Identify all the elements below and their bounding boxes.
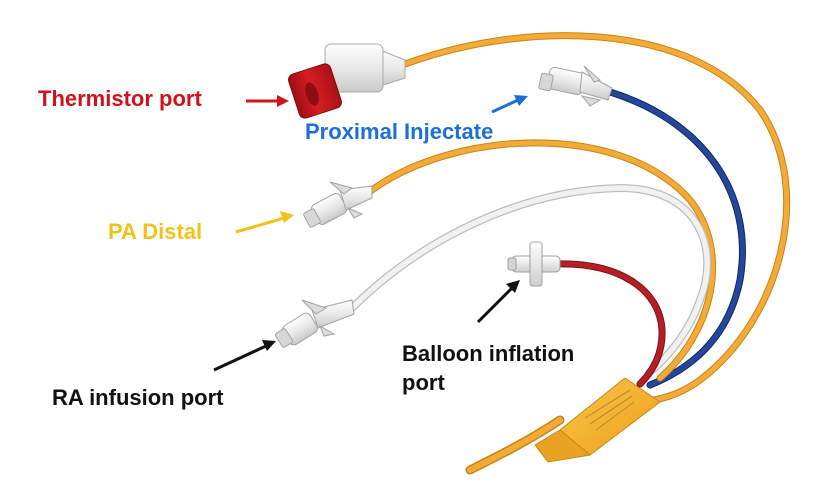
balloon-stopcock bbox=[507, 241, 561, 287]
arrow-thermistor bbox=[246, 95, 289, 107]
arrow-ra-infusion bbox=[213, 340, 276, 372]
arrow-pa-distal bbox=[235, 211, 294, 234]
pa-distal-lumen bbox=[364, 139, 717, 382]
thermistor-lumen bbox=[396, 32, 791, 406]
arrow-balloon bbox=[476, 280, 520, 324]
pa-distal-hub bbox=[303, 181, 373, 228]
thermistor-port-label: Thermistor port bbox=[38, 86, 202, 111]
ra-infusion-hub bbox=[274, 299, 355, 348]
balloon-inflation-port-label: Balloon inflation port bbox=[402, 339, 574, 397]
junction-sheath bbox=[534, 377, 661, 463]
ra-infusion-lumen bbox=[346, 183, 712, 376]
pa-distal-label: PA Distal bbox=[108, 219, 203, 244]
balloon-label-line1: Balloon inflation bbox=[402, 341, 575, 366]
balloon-inflation-lumen bbox=[551, 260, 666, 388]
proximal-injectate-hub bbox=[538, 65, 613, 107]
thermistor-connector bbox=[288, 43, 406, 119]
proximal-injectate-lumen bbox=[606, 88, 746, 389]
catheter-body bbox=[465, 415, 565, 475]
arrow-proximal bbox=[491, 95, 528, 114]
proximal-injectate-label: Proximal Injectate bbox=[305, 119, 494, 144]
balloon-label-line2: port bbox=[402, 370, 445, 395]
ra-infusion-port-label: RA infusion port bbox=[52, 385, 224, 410]
